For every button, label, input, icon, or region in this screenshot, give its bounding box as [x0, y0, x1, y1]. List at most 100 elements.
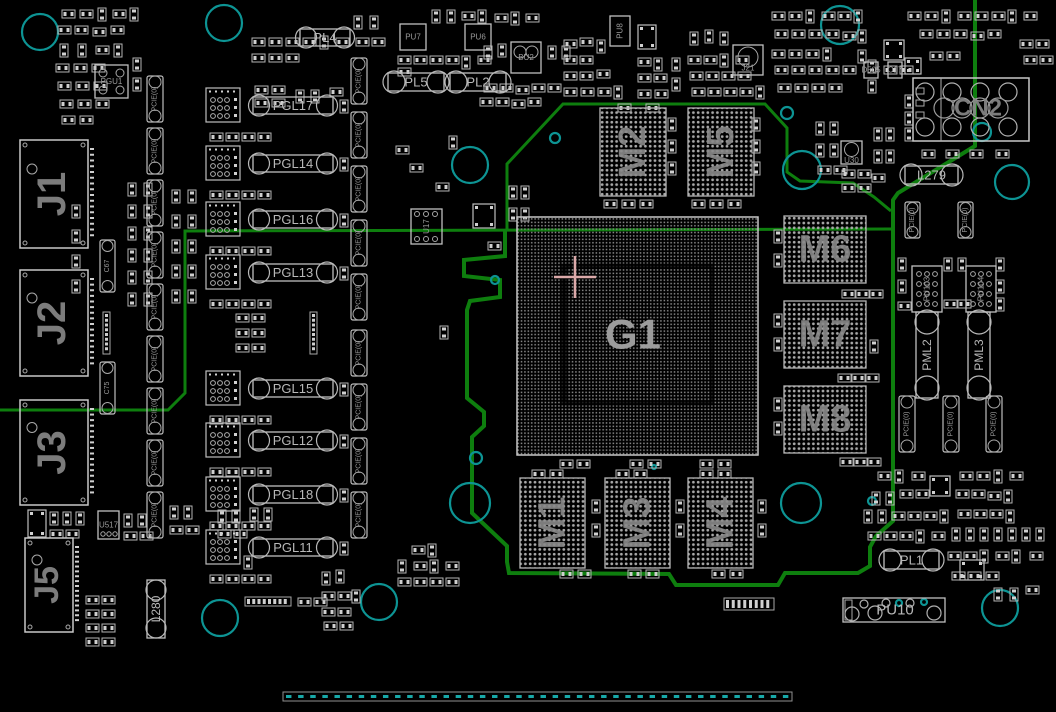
small-passive-part[interactable]: [257, 467, 272, 477]
small-passive-part[interactable]: [957, 11, 972, 21]
small-passive-part[interactable]: [597, 87, 612, 97]
small-passive-part[interactable]: [143, 204, 153, 219]
small-passive-part[interactable]: [209, 415, 224, 425]
small-passive-part[interactable]: [867, 531, 882, 541]
small-passive-part[interactable]: [667, 161, 677, 176]
small-passive-part[interactable]: [865, 373, 880, 383]
mounting-hole[interactable]: [993, 163, 1031, 201]
small-passive-part[interactable]: [527, 97, 542, 107]
small-passive-part[interactable]: [867, 79, 877, 94]
small-passive-part[interactable]: [85, 623, 100, 633]
small-passive-part[interactable]: [885, 149, 895, 164]
small-passive-part[interactable]: [225, 467, 240, 477]
small-passive-part[interactable]: [851, 373, 866, 383]
small-passive-part[interactable]: [959, 471, 974, 481]
small-passive-part[interactable]: [397, 559, 407, 574]
small-passive-part[interactable]: [510, 11, 520, 26]
small-passive-part[interactable]: [946, 51, 961, 61]
memory-M7[interactable]: M7: [783, 300, 867, 369]
small-passive-part[interactable]: [337, 607, 352, 617]
small-passive-part[interactable]: [57, 81, 72, 91]
small-passive-part[interactable]: [59, 43, 69, 58]
small-passive-part[interactable]: [101, 595, 116, 605]
small-passive-part[interactable]: [897, 279, 907, 294]
mounting-hole[interactable]: [650, 463, 658, 471]
small-passive-part[interactable]: [525, 13, 540, 23]
connector-J3[interactable]: J3: [19, 399, 94, 506]
small-passive-part[interactable]: [689, 31, 699, 46]
small-passive-part[interactable]: [323, 621, 338, 631]
small-passive-part[interactable]: [613, 85, 623, 100]
small-passive-part[interactable]: [709, 199, 724, 209]
small-passive-part[interactable]: [171, 264, 181, 279]
small-passive-part[interactable]: [251, 313, 266, 323]
small-passive-part[interactable]: [132, 57, 142, 72]
small-passive-part[interactable]: [737, 71, 752, 81]
small-passive-part[interactable]: [837, 373, 852, 383]
small-passive-part[interactable]: [75, 81, 90, 91]
small-passive-part[interactable]: [757, 523, 767, 538]
small-passive-part[interactable]: [209, 574, 224, 584]
small-passive-part[interactable]: [771, 49, 786, 59]
small-passive-part[interactable]: [547, 83, 562, 93]
small-passive-part[interactable]: [991, 11, 1006, 21]
small-passive-part[interactable]: [1021, 527, 1031, 542]
small-passive-part[interactable]: [1011, 549, 1021, 564]
vertical-cap-PCIE(0)[interactable]: PCIE(0): [942, 395, 960, 453]
small-passive-part[interactable]: [251, 328, 266, 338]
small-passive-part[interactable]: [57, 25, 72, 35]
small-passive-part[interactable]: [993, 527, 1003, 542]
small-passive-part[interactable]: [995, 551, 1010, 561]
small-passive-part[interactable]: [479, 97, 494, 107]
small-passive-part[interactable]: [487, 241, 502, 251]
small-passive-part[interactable]: [808, 29, 823, 39]
small-passive-part[interactable]: [705, 71, 720, 81]
small-passive-part[interactable]: [947, 551, 962, 561]
small-passive-part[interactable]: [842, 31, 857, 41]
small-passive-part[interactable]: [241, 467, 256, 477]
small-passive-part[interactable]: [225, 299, 240, 309]
small-passive-part[interactable]: [547, 45, 557, 60]
ic-PGU1[interactable]: PGU1: [94, 64, 129, 99]
vertical-cap-PCIE(0)[interactable]: PCIE(0): [350, 329, 368, 377]
small-passive-part[interactable]: [596, 39, 606, 54]
small-passive-part[interactable]: [653, 57, 663, 72]
memory-M3[interactable]: M3: [604, 477, 671, 569]
small-passive-part[interactable]: [427, 543, 437, 558]
vertical-cap-PCIE(0)[interactable]: PCIE(0): [957, 201, 974, 239]
small-passive-part[interactable]: [825, 29, 840, 39]
small-passive-part[interactable]: [225, 190, 240, 200]
vertical-cap-PCIE(0)[interactable]: PCIE(0): [350, 491, 368, 539]
small-passive-part[interactable]: [993, 587, 1003, 602]
vertical-cap-C75[interactable]: C75: [99, 361, 116, 415]
small-passive-part[interactable]: [241, 246, 256, 256]
small-passive-part[interactable]: [953, 29, 968, 39]
small-passive-part[interactable]: [969, 149, 984, 159]
small-passive-part[interactable]: [297, 597, 312, 607]
small-passive-part[interactable]: [580, 87, 595, 97]
inductor-PGL14[interactable]: PGL14: [247, 152, 339, 175]
small-passive-part[interactable]: [855, 289, 870, 299]
small-passive-part[interactable]: [563, 71, 578, 81]
small-passive-part[interactable]: [629, 459, 644, 469]
small-passive-part[interactable]: [1007, 9, 1017, 24]
small-passive-part[interactable]: [1039, 55, 1054, 65]
ic-BU2[interactable]: BU2: [510, 41, 542, 74]
small-passive-part[interactable]: [979, 527, 989, 542]
qfn-component[interactable]: [959, 559, 985, 581]
small-passive-part[interactable]: [1019, 39, 1034, 49]
small-passive-part[interactable]: [171, 289, 181, 304]
small-passive-part[interactable]: [825, 65, 840, 75]
small-passive-part[interactable]: [241, 132, 256, 142]
small-passive-part[interactable]: [791, 29, 806, 39]
small-passive-part[interactable]: [891, 511, 906, 521]
small-passive-part[interactable]: [957, 509, 972, 519]
small-passive-part[interactable]: [257, 190, 272, 200]
qfn-component[interactable]: [472, 203, 496, 229]
small-passive-part[interactable]: [351, 589, 361, 604]
small-passive-part[interactable]: [576, 459, 591, 469]
small-passive-part[interactable]: [79, 115, 94, 125]
copper-trace[interactable]: [505, 102, 892, 231]
mounting-hole[interactable]: [450, 145, 490, 185]
small-passive-part[interactable]: [774, 65, 789, 75]
